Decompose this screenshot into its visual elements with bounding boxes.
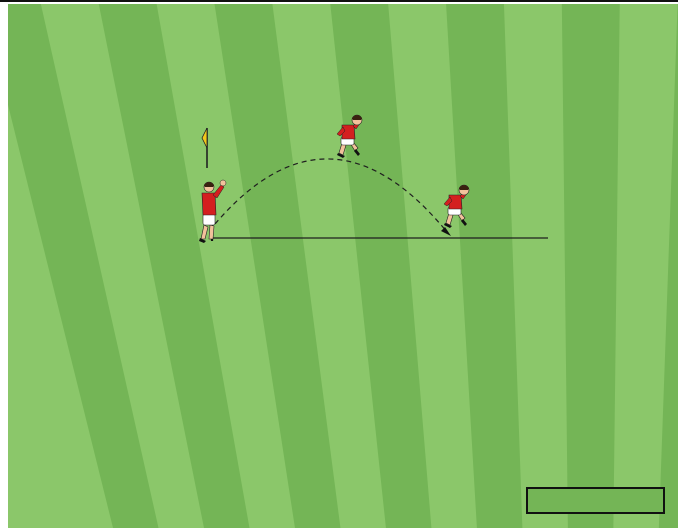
pitch-stripes bbox=[0, 4, 678, 528]
scale-box bbox=[527, 488, 664, 513]
pitch-stripe bbox=[562, 4, 620, 528]
